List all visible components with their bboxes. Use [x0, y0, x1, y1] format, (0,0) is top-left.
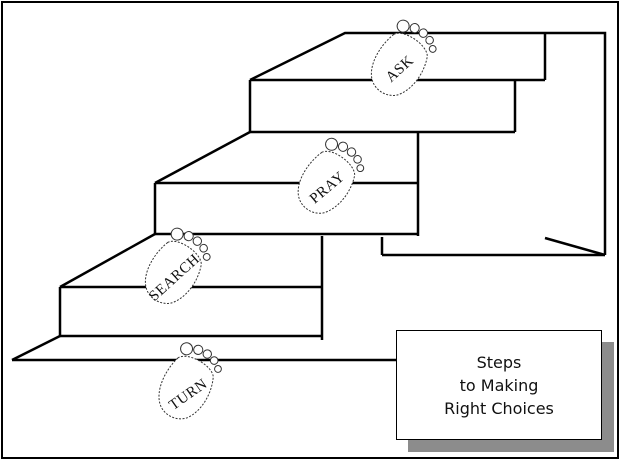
- caption-line-3: Right Choices: [444, 398, 554, 418]
- caption-line-1: Steps: [476, 352, 522, 372]
- footprint-icon: PRAY: [287, 131, 371, 224]
- caption-line-2: to Making: [459, 375, 539, 395]
- footprint-icon: TURN: [149, 336, 228, 429]
- footprint-icon: ASK: [361, 13, 443, 106]
- caption-text-box: Steps to Making Right Choices: [396, 330, 602, 440]
- footprint-icon: SEARCH: [135, 221, 217, 314]
- staircase-lines: [11, 31, 607, 362]
